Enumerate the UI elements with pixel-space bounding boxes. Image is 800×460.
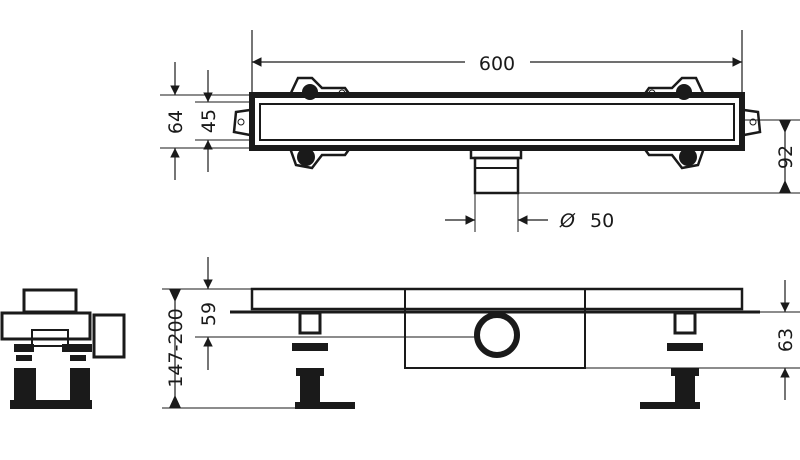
dim-length: 600 xyxy=(479,53,515,75)
outlet-circle xyxy=(474,312,520,358)
channel-inner xyxy=(259,103,735,141)
end-clip-right xyxy=(743,108,762,137)
dim-outlet-center: 59 xyxy=(198,302,220,326)
channel-side xyxy=(250,287,744,311)
outlet-pipe xyxy=(469,146,523,195)
top-view: 600 64 45 92 Ø 50 xyxy=(160,30,800,232)
dim-body-depth: 63 xyxy=(775,328,797,352)
dim-outer-height: 64 xyxy=(165,110,187,134)
outlet-body xyxy=(404,288,586,369)
mounting-bracket-top-right xyxy=(642,76,706,170)
side-view: 147-200 59 63 xyxy=(162,257,800,409)
leg-left xyxy=(292,311,355,409)
mounting-bracket-top-left xyxy=(288,76,352,170)
leg-right xyxy=(640,311,703,409)
end-view xyxy=(0,288,126,409)
end-clip-left xyxy=(232,108,251,137)
dim-height-range: 147-200 xyxy=(165,308,187,387)
diameter-symbol: Ø xyxy=(559,210,576,232)
dim-inner-height: 45 xyxy=(198,109,220,133)
dim-outlet-depth: 92 xyxy=(775,145,797,169)
dim-outlet-diameter: 50 xyxy=(590,210,614,232)
